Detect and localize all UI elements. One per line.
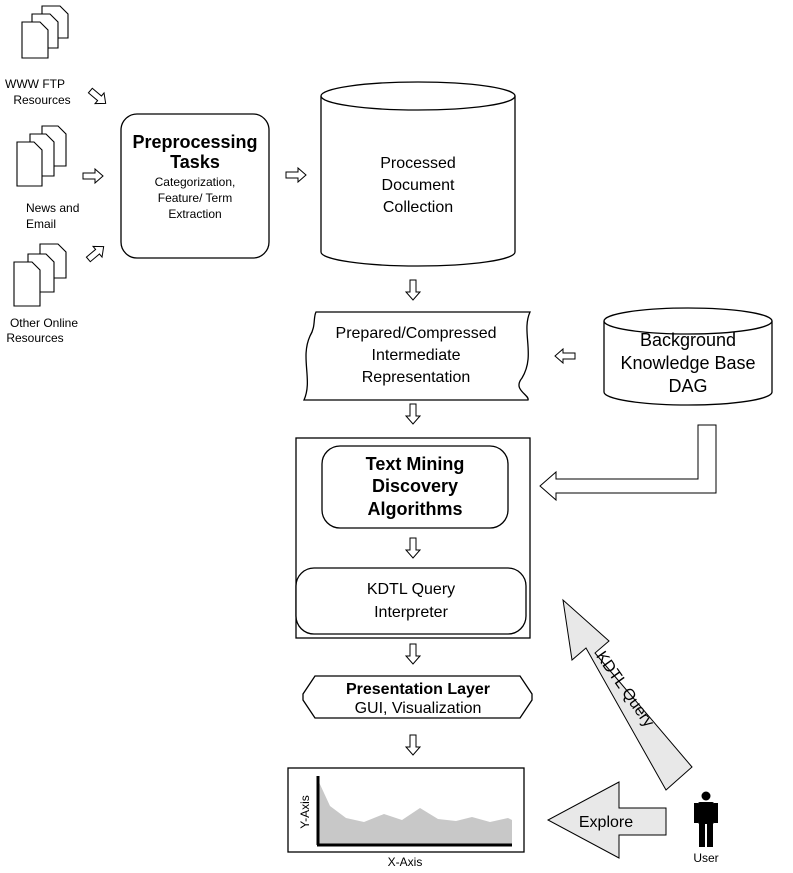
arrow-background-to-prepared	[554, 347, 576, 365]
chart-x-axis-label: X-Axis	[388, 855, 423, 869]
preprocessing-sub-line1: Categorization,	[155, 175, 236, 189]
background-label-line2: Knowledge Base	[620, 353, 755, 373]
text-mining-label-line1: Text Mining	[366, 454, 465, 474]
arrow-www-to-preprocessing	[87, 87, 107, 105]
preprocessing-title-line2: Tasks	[170, 152, 220, 172]
text-mining-algorithms-box	[321, 445, 509, 529]
processed-document-collection-cylinder	[320, 81, 516, 267]
presentation-layer-box	[302, 675, 533, 719]
news-email-label-line1: News and	[26, 201, 79, 215]
visualization-area-series	[318, 780, 512, 845]
text-mining-label-line3: Algorithms	[367, 499, 462, 519]
arrow-other-to-preprocessing	[85, 245, 105, 263]
news-email-label-line2: Email	[26, 217, 56, 231]
kdtl-query-interpreter-box	[295, 567, 527, 635]
collection-label-line3: Collection	[383, 199, 453, 216]
arrow-preprocessing-to-collection	[285, 166, 307, 184]
background-knowledge-base-cylinder	[603, 307, 773, 406]
kdtl-query-arrow-label: KDTL Query	[592, 648, 657, 730]
interpreter-label-line1: KDTL Query	[367, 581, 455, 598]
www-ftp-label-line2: Resources	[13, 93, 70, 107]
preprocessing-tasks-box	[120, 113, 270, 259]
other-online-label-line2: Resources	[6, 331, 63, 345]
kdtl-query-arrow: KDTL Query	[562, 598, 693, 791]
prepared-label-line2: Intermediate	[372, 347, 461, 364]
background-label-line3: DAG	[668, 376, 707, 396]
preprocessing-sub-line2: Feature/ Term	[158, 191, 232, 205]
presentation-title: Presentation Layer	[346, 681, 490, 698]
preprocessing-sub-line3: Extraction	[168, 207, 221, 221]
collection-label-line1: Processed	[380, 155, 456, 172]
arrow-presentation-to-chart	[404, 734, 422, 756]
arrow-container-to-presentation	[404, 643, 422, 665]
chart-y-axis-label: Y-Axis	[298, 795, 312, 829]
explore-arrow-label: Explore	[579, 814, 633, 831]
prepared-label-line3: Representation	[362, 369, 471, 386]
explore-arrow: Explore	[546, 781, 667, 859]
user-label: User	[693, 851, 718, 865]
arrow-prepared-to-mining	[404, 403, 422, 425]
presentation-sub: GUI, Visualization	[355, 700, 482, 717]
preprocessing-title-line1: Preprocessing	[132, 132, 257, 152]
prepared-label-line1: Prepared/Compressed	[336, 325, 497, 342]
text-mining-label-line2: Discovery	[372, 476, 458, 496]
arrow-news-to-preprocessing	[82, 167, 104, 185]
arrow-collection-to-prepared	[404, 279, 422, 301]
user-icon	[694, 791, 718, 847]
news-email-documents-icon	[16, 125, 67, 187]
arrow-mining-to-interpreter	[404, 537, 422, 559]
arrow-background-to-mining	[539, 424, 717, 502]
prepared-representation-shape	[302, 311, 532, 401]
other-online-label-line1: Other Online	[10, 316, 78, 330]
other-online-documents-icon	[13, 243, 67, 307]
interpreter-label-line2: Interpreter	[374, 604, 448, 621]
background-label-line1: Background	[640, 330, 736, 350]
www-ftp-documents-icon	[21, 5, 69, 59]
www-ftp-label-line1: WWW FTP	[5, 77, 65, 91]
collection-label-line2: Document	[382, 177, 455, 194]
